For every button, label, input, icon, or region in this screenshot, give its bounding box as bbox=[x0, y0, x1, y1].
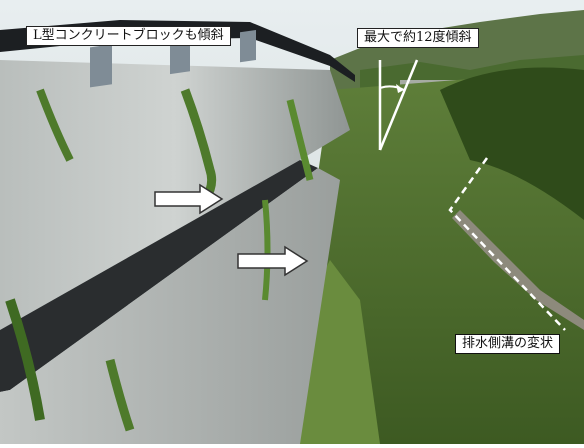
drainage-ditch bbox=[452, 210, 584, 330]
bracket-1 bbox=[90, 44, 112, 88]
wall-lower-block bbox=[0, 168, 340, 444]
ivy-1 bbox=[180, 88, 217, 203]
bracket-3 bbox=[240, 30, 256, 63]
ditch-dashed-outline bbox=[448, 157, 566, 331]
right-arrow-icon bbox=[237, 245, 309, 277]
wall-tilt-label: L型コンクリートブロックも傾斜 bbox=[26, 26, 231, 46]
right-arrow-icon bbox=[154, 183, 224, 215]
ivy-3 bbox=[36, 88, 74, 162]
ivy-6 bbox=[262, 199, 271, 301]
tree-cluster bbox=[440, 67, 584, 220]
wall-seam-sheet bbox=[0, 160, 318, 392]
angle-indicator-icon bbox=[378, 59, 419, 151]
ivy-2 bbox=[286, 99, 314, 181]
ditch-deformation-label: 排水側溝の変状 bbox=[455, 334, 561, 354]
ivy-5 bbox=[105, 358, 135, 432]
tilt-angle-label: 最大で約12度傾斜 bbox=[357, 28, 479, 48]
ivy-4 bbox=[5, 298, 45, 421]
